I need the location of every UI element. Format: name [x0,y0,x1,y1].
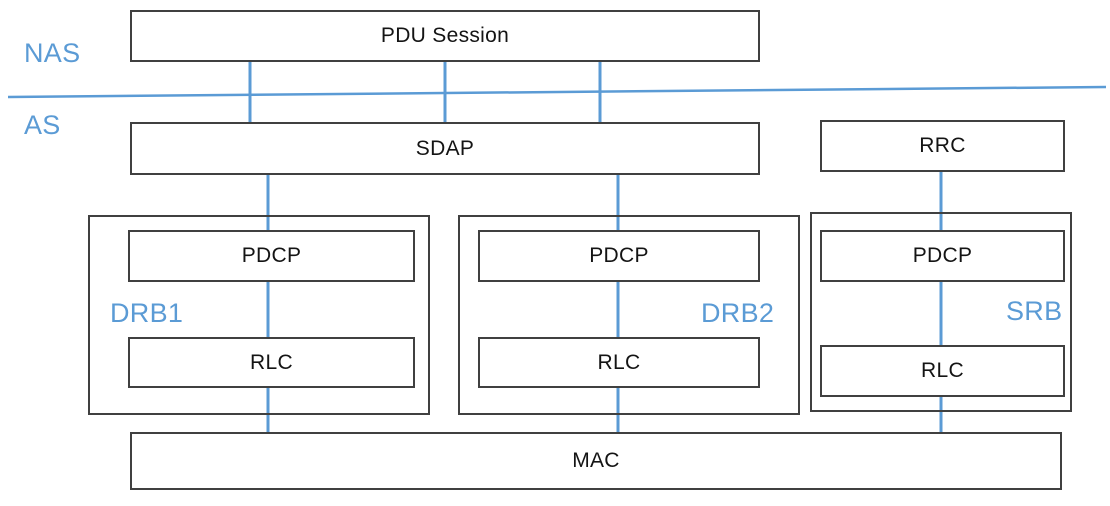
pdu-session-box: PDU Session [130,10,760,62]
srb-pdcp-box: PDCP [820,230,1065,282]
mac-box: MAC [130,432,1062,490]
srb-label: SRB [1006,296,1063,326]
nas-as-separator-line [7,85,1107,99]
drb1-label: DRB1 [110,298,184,328]
rrc-box: RRC [820,120,1065,172]
drb2-label: DRB2 [701,298,775,328]
as-layer-label: AS [24,110,61,140]
drb2-group-box [458,215,800,415]
nas-layer-label: NAS [24,38,81,68]
sdap-box: SDAP [130,122,760,175]
drb1-rlc-box: RLC [128,337,415,388]
drb2-rlc-box: RLC [478,337,760,388]
drb1-pdcp-box: PDCP [128,230,415,282]
srb-group-box [810,212,1072,412]
drb2-pdcp-box: PDCP [478,230,760,282]
srb-rlc-box: RLC [820,345,1065,397]
drb1-group-box [88,215,430,415]
